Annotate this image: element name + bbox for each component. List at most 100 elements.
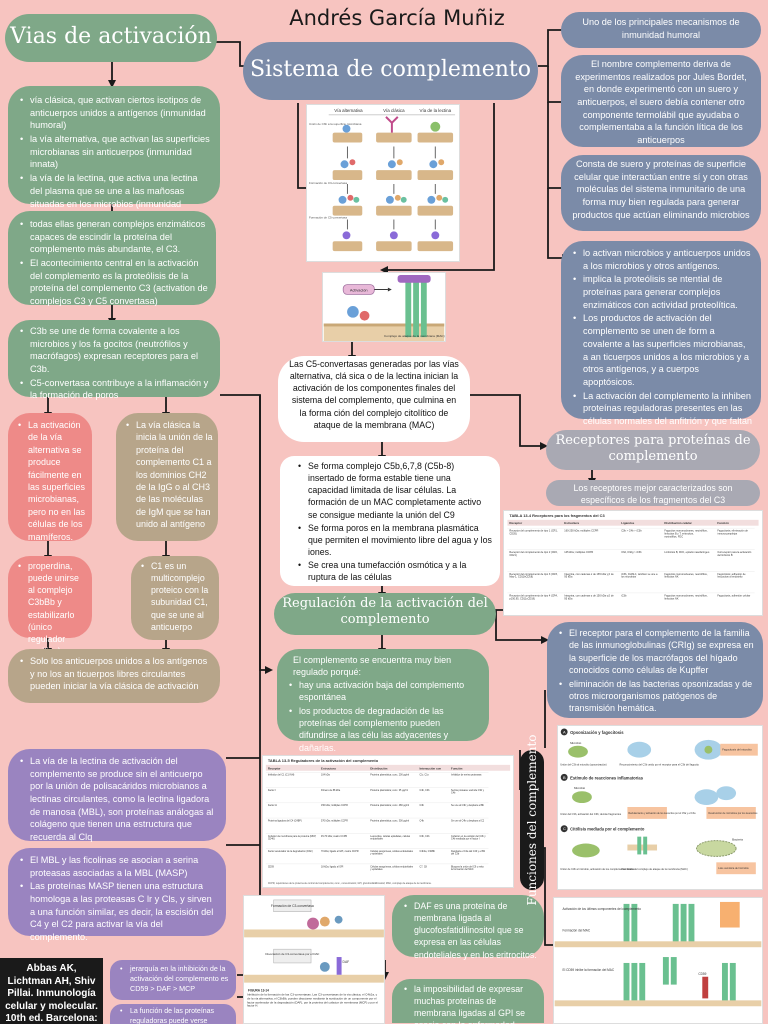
mac-item-3: Se crea una tumefacción osmótica y a la … bbox=[298, 559, 492, 583]
activation-pathways-figure: Vía alternativa Vía clásica Vía de la le… bbox=[306, 104, 460, 262]
funciones-bar: Funciones del complemento bbox=[520, 734, 544, 906]
table2-title: TABLA 13-5 Reguladores de la activación … bbox=[268, 758, 379, 763]
table-cell: Receptor del complemento de tipo 4 (CR4,… bbox=[509, 593, 558, 600]
panel2-l3: Destrucción de microbios por los leucoci… bbox=[708, 811, 758, 815]
regulacion-item-2: los productos de degradación de las prot… bbox=[289, 705, 481, 755]
activan-item-1: lo activan microbios y anticuerpos unido… bbox=[573, 247, 753, 272]
mbl-block: El MBL y las ficolinas se asocian a seri… bbox=[8, 848, 226, 942]
daf-fig-l1: Disociación de C3-convertasa por el DAF bbox=[265, 952, 319, 956]
table-cell: C3d, C3dg > iC3b bbox=[621, 550, 642, 554]
jerarquia-item: jerarquía en la inhibición de la activac… bbox=[120, 964, 230, 994]
mbl-item-2: Las proteínas MASP tienen una estructura… bbox=[20, 880, 218, 943]
c1-block: C1 es un multicomplejo proteico con la s… bbox=[131, 556, 219, 640]
table-cell: Proteína plasmática; conc. 480 μg/ml bbox=[370, 804, 409, 807]
table2-h2: Distribución bbox=[370, 766, 387, 770]
via-alternativa-block: La activación de la vía alternativa se p… bbox=[8, 413, 92, 542]
table-cell: iC3b bbox=[621, 593, 627, 597]
table-cell: Se une al C3b y desplaza al Bb bbox=[451, 804, 485, 807]
table1-h3: Distribución celular bbox=[664, 521, 692, 525]
panel2-title: Estímulo de reacciones inflamatorias bbox=[570, 775, 644, 780]
vias-activacion-list: vía clásica, que activan ciertos isotipo… bbox=[8, 86, 220, 221]
cd59-fig-l1: Formación del MAC bbox=[563, 928, 591, 932]
mecanismo-text: Uno de los principales mecanismos de inm… bbox=[582, 17, 740, 40]
mbl-item-1: El MBL y las ficolinas se asocian a seri… bbox=[20, 854, 218, 879]
table-cell: Integrina, con cadenas α de 165 kDa y β … bbox=[564, 572, 614, 579]
author-name: Andrés García Muñiz bbox=[289, 6, 505, 30]
c3b-item-2: C5-convertasa contribuye a la inflamació… bbox=[20, 377, 212, 402]
table2-h1: Estructura bbox=[321, 766, 336, 770]
table-cell: C4b2a, C3bBb bbox=[420, 850, 436, 853]
table-cell: Fagocitos mononucleares, neutrófilos,lin… bbox=[664, 593, 707, 600]
table-cell: Factor I bbox=[268, 789, 276, 792]
table1-rows: Receptor del complemento de tipo 1 (CR1,… bbox=[507, 528, 755, 600]
main-title: Sistema de complemento bbox=[243, 42, 538, 100]
panel1-l0: Microbio bbox=[570, 741, 582, 745]
mac-item-2: Se forma poros en la membrana plasmática… bbox=[298, 522, 492, 558]
regulacion-block: El complemento se encuentra muy bien reg… bbox=[277, 649, 489, 753]
funciones-figure: A Opsonización y fagocitosis Microbio Un… bbox=[557, 725, 763, 890]
table-cell: C4b, C3b bbox=[420, 789, 431, 792]
c3b-block: C3b se une de forma covalente a los micr… bbox=[8, 320, 220, 400]
table-cell: Proteína plasmática; conc. 300 μg/ml bbox=[370, 820, 409, 823]
table-cell: Fagocitos mononucleares, neutrófilos,lin… bbox=[664, 572, 707, 579]
svg-text:A: A bbox=[563, 729, 566, 734]
table1-h2: Ligandos bbox=[621, 521, 634, 525]
mac-fig-label: Complejo de ataque de la membrana (MAC) bbox=[384, 334, 445, 338]
header-alternativa: Vía alternativa bbox=[334, 108, 363, 113]
funcion-reg-block: La función de las proteínas reguladoras … bbox=[110, 1004, 236, 1024]
table-cell: 570 kDa; múltiples CCPR bbox=[321, 820, 348, 823]
via-alternativa-item: la vía alternativa, que activan las supe… bbox=[20, 133, 210, 171]
table1-h0: Receptor bbox=[509, 521, 523, 525]
header-clasica: Vía clásica bbox=[383, 108, 405, 113]
c3b-item-1: C3b se une de forma covalente a los micr… bbox=[20, 325, 212, 376]
cd59-fig-l3: CD59 bbox=[698, 972, 706, 976]
table-cell: 160-250 kDa; múltiples CCPR bbox=[564, 529, 598, 533]
panel3-l3: Lisis osmótica del microbio bbox=[718, 866, 749, 870]
table-cell: Proteína plasmática; conc. 200 μg/ml bbox=[370, 774, 409, 777]
daf-fig-l0: Formación de C3-convertasa bbox=[271, 904, 314, 908]
gpi-block: la imposibilidad de expresar muchas prot… bbox=[392, 979, 544, 1024]
pathways-label-4: Formación de C3-convertasa bbox=[309, 181, 347, 185]
c3-item-1: todas ellas generan complejos enzimático… bbox=[20, 218, 208, 256]
solo-anticuerpos-block: Solo los anticuerpos unidos a los antíge… bbox=[8, 649, 220, 703]
daf-block: DAF es una proteína de membrana ligada a… bbox=[392, 895, 544, 960]
panel2-l0: Microbio bbox=[574, 786, 586, 790]
table-cell: 18 kDa; ligado al GPI bbox=[321, 865, 344, 868]
panel1-l3: Fagocitosis del microbio bbox=[722, 748, 752, 752]
regulacion-intro: El complemento se encuentra muy bien reg… bbox=[293, 655, 452, 678]
mac-block: Se forma complejo C5b,6,7,8 (C5b-8) inse… bbox=[280, 456, 500, 586]
table-cell: Factor H bbox=[268, 804, 277, 807]
receptores-text: Los receptores mejor caracterizados son … bbox=[573, 483, 733, 506]
regulacion-item-1: hay una activación baja del complemento … bbox=[289, 679, 481, 704]
table2-h0: Receptor bbox=[268, 766, 282, 770]
funcion-reg-item: La función de las proteínas reguladoras … bbox=[120, 1007, 230, 1024]
activan-item-2: implica la proteólisis se ntential de pr… bbox=[573, 273, 753, 311]
c5-convertasa-block: Las C5-convertasas generadas por las vía… bbox=[278, 356, 470, 442]
mac-item-1: Se forma complejo C5b,6,7,8 (C5b-8) inse… bbox=[298, 460, 492, 521]
table-cell: Proteína plasmática; conc. 35 μg/ml bbox=[370, 789, 408, 792]
funciones-title: Funciones del complemento bbox=[525, 734, 539, 906]
c1-item: C1 es un multicomplejo proteico con la s… bbox=[141, 560, 215, 633]
panel3-l2: Formación del complejo de ataque de la m… bbox=[621, 867, 687, 871]
via-clasica-block: La vía clásica la inicia la unión de la … bbox=[116, 413, 218, 541]
table-cell: 150 kDa; múltiples CCPR bbox=[321, 804, 348, 807]
table-cell: 104 kDa bbox=[321, 774, 330, 777]
nombre-block: El nombre complemento deriva de experime… bbox=[561, 55, 761, 147]
panel-opsonizacion: A Opsonización y fagocitosis Microbio Un… bbox=[560, 728, 758, 767]
daf-fig-caption-title: FIGURA 13-14 bbox=[248, 988, 269, 992]
reference-text: Abbas AK, Lichtman AH, Shiv Pillai. Inmu… bbox=[5, 963, 98, 1024]
table-cell: 45-70 kDa; cuatro CCPR bbox=[321, 835, 347, 838]
table-cell: Receptor del complemento de tipo 1 (CR1,… bbox=[509, 529, 558, 536]
table1-h1: Estructura bbox=[564, 521, 579, 525]
crig-block: El receptor para el complemento de la fa… bbox=[547, 622, 763, 718]
consta-text: Consta de suero y proteínas de superfici… bbox=[572, 159, 750, 220]
daf-fig-l2: DAF bbox=[343, 960, 350, 964]
table-cell: C7, C8 bbox=[420, 865, 428, 868]
panel2-l1: Unión del C3b, activación del C3b; demás… bbox=[560, 812, 622, 816]
